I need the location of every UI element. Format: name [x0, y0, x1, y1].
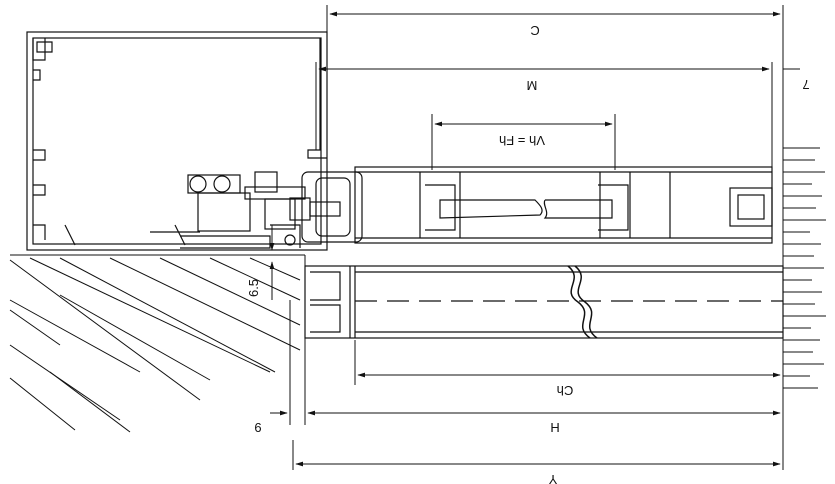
dim-label-m: M	[527, 78, 538, 93]
right-wall-hatch	[782, 140, 826, 395]
connector-bolt	[289, 171, 363, 243]
dim-label-h: H	[550, 420, 559, 435]
hardware-bracket	[180, 171, 306, 249]
dim-label-y: Y	[548, 472, 557, 484]
track-profile	[304, 265, 784, 339]
dim-label-6-5: 6.5	[246, 279, 261, 297]
dim-label-vh-fh: Vh = Fh	[499, 133, 545, 148]
sash-profile	[354, 166, 773, 244]
dimension-lines	[269, 5, 800, 470]
dim-label-ch: Ch	[557, 383, 574, 398]
wall-hatch	[9, 254, 306, 433]
frame-profile-left	[26, 31, 328, 251]
dim-label-9: 9	[254, 420, 261, 435]
dim-label-7: 7	[802, 77, 809, 92]
dim-label-c: C	[530, 23, 539, 38]
